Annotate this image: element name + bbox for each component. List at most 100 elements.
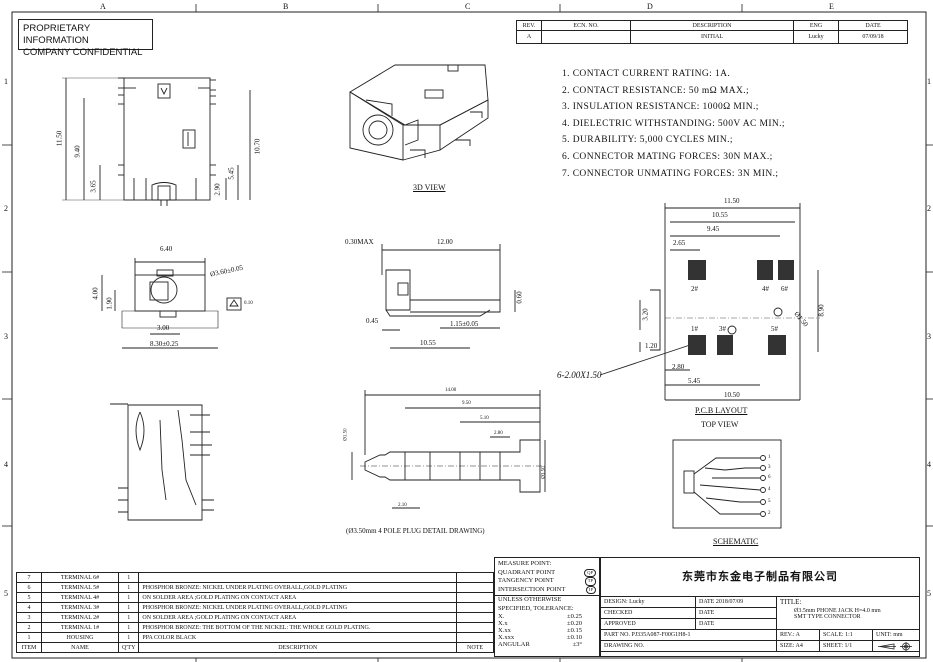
scale-field: SCALE: 1:1 xyxy=(819,629,873,641)
bom-name: TERMINAL 6# xyxy=(41,572,119,583)
side-dim-8-30: 8.30±0.25 xyxy=(150,340,179,348)
plug-dim-2-10: 2.10 xyxy=(398,503,407,508)
sheet-field: SHEET: 1/1 xyxy=(819,640,873,652)
revision-table: REV. ECN. NO. DESCRIPTION ENG DATE A INI… xyxy=(516,20,908,44)
measure-box: MEASURE POINT: QUADRANT POINT QP TANGENC… xyxy=(494,557,600,657)
plug-dim-14-00: 14.00 xyxy=(445,388,457,393)
pcb-dim-1-20: 1.20 xyxy=(645,342,658,350)
spec-4: 4. DIELECTRIC WITHSTANDING: 500V AC MIN.… xyxy=(562,118,785,129)
bom-note xyxy=(456,592,494,603)
measure-quadrant-label: QUADRANT POINT xyxy=(498,568,556,576)
pcb-caption: P.C.B LAYOUT xyxy=(695,406,748,415)
tp-symbol-icon: TP xyxy=(584,577,596,586)
bom-item: 7 xyxy=(16,572,42,583)
schematic-pin-1: 1 xyxy=(768,455,771,460)
bom-note xyxy=(456,612,494,623)
bom-desc: ON SOLDER AREA ;GOLD PLATING ON CONTACT … xyxy=(138,612,457,623)
bom-qty: 1 xyxy=(117,602,140,613)
company-name: 东莞市东金电子制品有限公司 xyxy=(601,558,919,597)
bom-desc xyxy=(138,572,457,583)
bom-qty: 1 xyxy=(117,622,140,633)
col-label-b: B xyxy=(283,2,289,11)
bom-item: 2 xyxy=(16,622,42,633)
col-label-e: E xyxy=(829,2,834,11)
row-label-5-right: 5 xyxy=(927,589,931,598)
bom-desc: PHOSPHOR BRONZE: NICKEL UNDER PLATING OV… xyxy=(138,582,457,593)
size-field: SIZE: A4 xyxy=(776,640,820,652)
plug-dim-5-10: 5.10 xyxy=(480,416,489,421)
tolerance-header1: UNLESS OTHERWISE xyxy=(498,596,562,603)
bom-name: TERMINAL 1# xyxy=(41,622,119,633)
approved-field: APPROVED xyxy=(600,618,696,630)
side-dim-6-40: 6.40 xyxy=(160,245,173,253)
projection-cell xyxy=(872,640,920,652)
design-field: DESIGN: Lucky xyxy=(600,596,696,608)
bom-desc: PHOSPHOR BRONZE: NICKEL UNDER PLATING OV… xyxy=(138,602,457,613)
side-flatness: 0.10 xyxy=(244,301,253,306)
approved-date: DATE xyxy=(695,618,777,630)
bom-name: TERMINAL 5# xyxy=(41,582,119,593)
row-label-3: 3 xyxy=(4,332,8,341)
row-label-3-right: 3 xyxy=(927,332,931,341)
specs-list: 1. CONTACT CURRENT RATING: 1A. 2. CONTAC… xyxy=(562,66,785,182)
schematic-pin-3: 3 xyxy=(768,465,771,470)
profile-dim-12-00: 12.00 xyxy=(437,238,453,246)
schematic-pin-2: 2 xyxy=(768,511,771,516)
pcb-pad-3: 3# xyxy=(719,325,726,333)
bom-header-row: ITEM NAME Q'TY DESCRIPTION NOTE xyxy=(16,642,494,653)
bom-name: TERMINAL 4# xyxy=(41,592,119,603)
spec-5: 5. DURABILITY: 5,000 CYCLES MIN.; xyxy=(562,135,733,146)
profile-dim-0-45: 0.45 xyxy=(366,317,379,325)
profile-dim-10-55: 10.55 xyxy=(420,339,436,347)
bom-header-qty: Q'TY xyxy=(117,642,140,653)
bom-item: 6 xyxy=(16,582,42,593)
pcb-top-view: TOP VIEW xyxy=(701,420,739,429)
bom-header-desc: DESCRIPTION xyxy=(138,642,457,653)
ip-symbol-icon: IP xyxy=(585,585,596,594)
bom-desc: ON SOLDER AREA ;GOLD PLATING ON CONTACT … xyxy=(138,592,457,603)
title-line1: Ø3.5mm PHONE JACK H=4.0 mm xyxy=(794,608,881,614)
bom-header-item: ITEM xyxy=(16,642,42,653)
bom-desc: PHOSPHOR BRONZE: THE BOTTOM OF THE NICKE… xyxy=(138,622,457,633)
bom-note xyxy=(456,632,494,643)
pcb-dim-2-80: 2.80 xyxy=(672,363,685,371)
spec-3: 3. INSULATION RESISTANCE: 1000Ω MIN.; xyxy=(562,102,759,113)
bom-row: 6 TERMINAL 5# 1 PHOSPHOR BRONZE: NICKEL … xyxy=(16,582,494,593)
bom-header-note: NOTE xyxy=(456,642,494,653)
pcb-hole-note: 6-2.00X1.50 xyxy=(557,370,602,380)
bom-qty: 1 xyxy=(117,632,140,643)
design-date: DATE 2018/07/09 xyxy=(695,596,777,608)
row-label-1-right: 1 xyxy=(927,77,931,86)
pcb-dim-5-45: 5.45 xyxy=(688,377,701,385)
col-label-c: C xyxy=(465,2,471,11)
bom-qty: 1 xyxy=(117,572,140,583)
pcb-pad-6: 6# xyxy=(781,285,788,293)
measure-quadrant: QUADRANT POINT QP xyxy=(498,568,596,577)
tolerance-row: ANGULAR±3° xyxy=(498,641,582,648)
proprietary-box: PROPRIETARY INFORMATION COMPANY CONFIDEN… xyxy=(18,19,153,58)
bom-name: TERMINAL 3# xyxy=(41,602,119,613)
row-label-2: 2 xyxy=(4,204,8,213)
col-label-a: A xyxy=(100,2,106,11)
proprietary-line1: PROPRIETARY INFORMATION xyxy=(23,23,91,46)
measure-tangency-label: TANGENCY POINT xyxy=(498,577,554,584)
spec-6: 6. CONNECTOR MATING FORCES: 30N MAX.; xyxy=(562,151,773,162)
schematic-pin-6: 6 xyxy=(768,475,771,480)
tolerance-row: X.±0.25 xyxy=(498,613,582,620)
tolerance-row: X.x±0.20 xyxy=(498,620,582,627)
checked-date: DATE xyxy=(695,607,777,619)
pcb-dim-10-50: 10.50 xyxy=(724,391,740,399)
three-d-view-label: 3D VIEW xyxy=(413,183,446,192)
profile-dim-1-15: 1.15±0.05 xyxy=(450,320,479,328)
title-label: TITLE: xyxy=(780,598,802,606)
bom-name: HOUSING xyxy=(41,632,119,643)
row-label-4-right: 4 xyxy=(927,460,931,469)
profile-dim-0-30max: 0.30MAX xyxy=(345,238,374,246)
projection-symbol-icon xyxy=(878,641,912,651)
